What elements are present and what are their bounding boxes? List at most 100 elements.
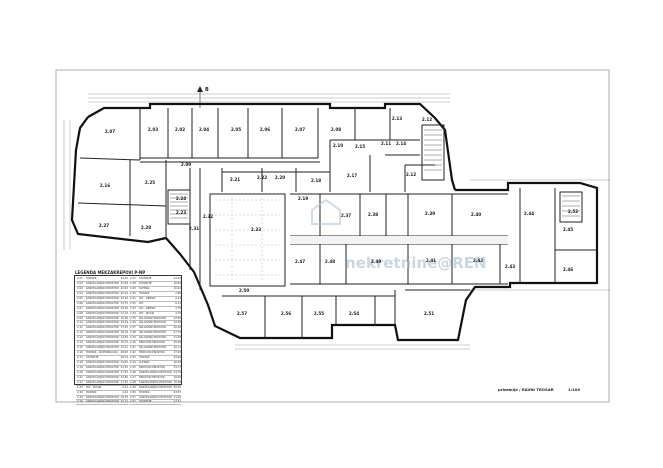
corridor bbox=[290, 236, 508, 244]
legend-name: HODNIK bbox=[86, 277, 97, 280]
room-label: 2.38 bbox=[368, 212, 378, 217]
room-label: 2.28 bbox=[141, 225, 151, 230]
legend-code: 2.02 bbox=[77, 281, 83, 285]
legend-name: STUBIŠTE bbox=[139, 400, 152, 404]
legend-area: 16.84 bbox=[173, 281, 181, 285]
legend-area: 17.47 bbox=[173, 400, 181, 404]
legend-code: 2.47 bbox=[130, 375, 136, 379]
legend-name: KANCELARIJSKI PROSTOR bbox=[86, 341, 119, 345]
watermark-text: nekretnine@REN bbox=[345, 254, 487, 272]
legend-area: 17.25 bbox=[120, 326, 128, 330]
legend-area: 22.20 bbox=[120, 306, 128, 310]
room-label: 2.11 bbox=[381, 141, 391, 146]
room-label: 2.56 bbox=[281, 311, 291, 316]
legend-name: KANCELARIJSKI PROSTOR bbox=[86, 395, 119, 399]
legend-name: SKLADIŠNI PROSTOR bbox=[139, 316, 167, 320]
legend-name: WC bbox=[139, 301, 144, 305]
legend-name: SKLADIŠNI PROSTOR bbox=[139, 321, 167, 325]
legend-code: 2.49 bbox=[130, 385, 136, 389]
room-label: 2.54 bbox=[349, 311, 359, 316]
room-label: 2.12 bbox=[422, 117, 432, 122]
legend-code: 2.36 bbox=[130, 321, 136, 325]
room-label: 2.43 bbox=[505, 264, 515, 269]
legend-area: 31.09 bbox=[173, 395, 181, 399]
legend-code: 2.11 bbox=[77, 326, 83, 330]
legend-code: 2.09 bbox=[77, 316, 83, 320]
legend-code: 2.07 bbox=[77, 306, 83, 310]
room-label: 2.03 bbox=[148, 127, 158, 132]
room-label: 2.23 bbox=[176, 210, 186, 215]
legend-name: PRIRUČNI PROSTOR bbox=[139, 375, 165, 379]
legend-name: KANCELARIJSKI PROSTOR bbox=[139, 370, 172, 374]
room-label: 2.12 bbox=[406, 172, 416, 177]
room-label: 2.41 bbox=[426, 258, 436, 263]
legend-area: 16.11 bbox=[173, 346, 181, 350]
legend-name: SKLADIŠNI PROSTOR bbox=[139, 326, 167, 330]
legend-name: WC - ŽENSKI bbox=[139, 296, 156, 300]
room-label: 2.10 bbox=[333, 143, 343, 148]
legend-name: KANCELARIJSKI PROSTOR bbox=[86, 306, 119, 310]
room-label: 2.14 bbox=[396, 141, 406, 146]
legend-name: KANCELARIJSKI PROSTOR bbox=[86, 296, 119, 300]
room-label: 2.20 bbox=[275, 175, 285, 180]
legend-code: 2.35 bbox=[130, 316, 136, 320]
room-label: 2.21 bbox=[230, 177, 240, 182]
legend-area: 20.20 bbox=[173, 326, 181, 330]
legend-name: KANCELARIJSKI PROSTOR bbox=[86, 336, 119, 340]
legend-name: STUBIŠTE bbox=[139, 281, 152, 285]
legend-name: HODNIK bbox=[139, 390, 150, 394]
legend-name: KUHINJA bbox=[139, 360, 150, 364]
legend-area: 20.44 bbox=[120, 291, 128, 295]
legend-code: 2.16 bbox=[77, 351, 83, 355]
legend-name: KANCELARIJSKI PROSTOR bbox=[86, 316, 119, 320]
legend-code: 2.25 bbox=[77, 395, 83, 399]
room-label: 2.52 bbox=[568, 209, 578, 214]
legend-area: 22.80 bbox=[120, 375, 128, 379]
legend-area: 3.70 bbox=[175, 311, 181, 315]
room-label: 2.08 bbox=[331, 127, 341, 132]
drawing-title: prizemlje / RAVNI TROŠAR bbox=[498, 387, 554, 392]
legend-area: 27.45 bbox=[173, 351, 181, 355]
legend-code: 2.42 bbox=[130, 351, 136, 355]
legend-area: 21.75 bbox=[120, 301, 128, 305]
legend-name: KANCELARIJSKI PROSTOR bbox=[86, 400, 119, 404]
legend-name: STUBIŠTE bbox=[139, 277, 152, 280]
legend-area: 16.96 bbox=[173, 380, 181, 384]
legend-area: 2.41 bbox=[122, 385, 128, 389]
legend-name: KANCELARIJSKI PROSTOR bbox=[139, 380, 172, 384]
room-label: 2.57 bbox=[237, 311, 247, 316]
legend-code: 2.12 bbox=[77, 331, 83, 335]
legend-area: 26.36 bbox=[173, 360, 181, 364]
legend-name: WC - MUŠKI bbox=[139, 311, 155, 315]
legend-area: 15.71 bbox=[120, 400, 128, 404]
legend-area: 27.10 bbox=[120, 311, 128, 315]
room-label: 2.25 bbox=[145, 180, 155, 185]
legend-code: 2.29 bbox=[130, 286, 136, 290]
